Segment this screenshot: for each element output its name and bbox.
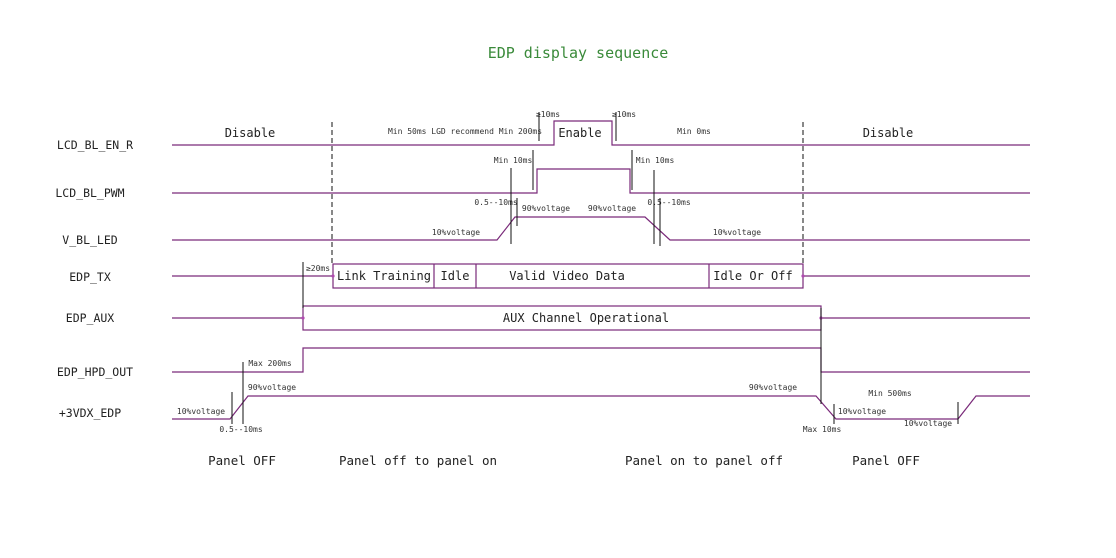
annotation-min50ms: Min 50ms LGD recommend Min 200ms (388, 127, 542, 136)
state-disable-right: Disable (863, 126, 914, 140)
phase-on-to-off: Panel on to panel off (625, 453, 783, 468)
signal-label-lcd-bl-pwm: LCD_BL_PWM (55, 186, 124, 200)
annotation-v10-bl-right: 10%voltage (713, 228, 761, 237)
state-valid-video-data: Valid Video Data (509, 269, 625, 283)
annotation-v10-bl-left: 10%voltage (432, 228, 480, 237)
edp-aux-dot-left (301, 316, 305, 320)
state-enable: Enable (558, 126, 601, 140)
annotation-min0ms: Min 0ms (677, 127, 711, 136)
phase-panel-off-right: Panel OFF (852, 453, 920, 468)
annotation-v10-vdx-mid: 10%voltage (838, 407, 886, 416)
state-disable-left: Disable (225, 126, 276, 140)
signal-label-edp-hpd-out: EDP_HPD_OUT (57, 365, 133, 379)
annotation-v90-bl-left: 90%voltage (522, 204, 570, 213)
waveform-lcd-bl-pwm (172, 168, 1030, 194)
waveform-edp-hpd-out (172, 347, 1030, 373)
state-idle-or-off: Idle Or Off (713, 269, 792, 283)
diagram-title: EDP display sequence (488, 44, 669, 62)
annotation-v10-vdx-end: 10%voltage (904, 419, 952, 428)
annotation-range-left: 0.5--10ms (474, 198, 518, 207)
annotation-range-right: 0.5--10ms (647, 198, 691, 207)
signal-label-lcd-bl-en-r: LCD_BL_EN_R (57, 138, 133, 152)
state-idle: Idle (441, 269, 470, 283)
annotation-range-vdx: 0.5--10ms (219, 425, 263, 434)
signal-label-edp-aux: EDP_AUX (66, 311, 115, 325)
annotation-min10ms-right: Min 10ms (636, 156, 675, 165)
annotation-v90-vdx-left: 90%voltage (248, 383, 296, 392)
phase-off-to-on: Panel off to panel on (339, 453, 497, 468)
waveform-vdx-edp (172, 395, 1030, 420)
annotation-min10ms-left: Min 10ms (494, 156, 533, 165)
annotation-ge20ms: ≥20ms (306, 264, 330, 273)
annotation-max10ms: Max 10ms (803, 425, 842, 434)
annotation-ge10ms-left: ≥10ms (536, 110, 560, 119)
state-link-training: Link Training (337, 269, 431, 283)
signal-label-v-bl-led: V_BL_LED (62, 233, 117, 247)
waveform-lcd-bl-en-r (172, 120, 1030, 146)
annotation-max200ms: Max 200ms (248, 359, 292, 368)
annotation-v90-bl-right: 90%voltage (588, 204, 636, 213)
state-aux-channel: AUX Channel Operational (503, 311, 669, 325)
annotation-ge10ms-right: ≥10ms (612, 110, 636, 119)
signal-label-vdx-edp: +3VDX_EDP (59, 406, 121, 420)
edp-tx-dot-right (801, 274, 805, 278)
phase-panel-off-left: Panel OFF (208, 453, 276, 468)
annotation-min500ms: Min 500ms (868, 389, 912, 398)
annotation-v10-vdx-left: 10%voltage (177, 407, 225, 416)
signal-label-edp-tx: EDP_TX (69, 270, 111, 284)
edp-tx-dot-left (331, 274, 335, 278)
annotation-v90-vdx-right: 90%voltage (749, 383, 797, 392)
waveform-v-bl-led (172, 216, 1030, 241)
